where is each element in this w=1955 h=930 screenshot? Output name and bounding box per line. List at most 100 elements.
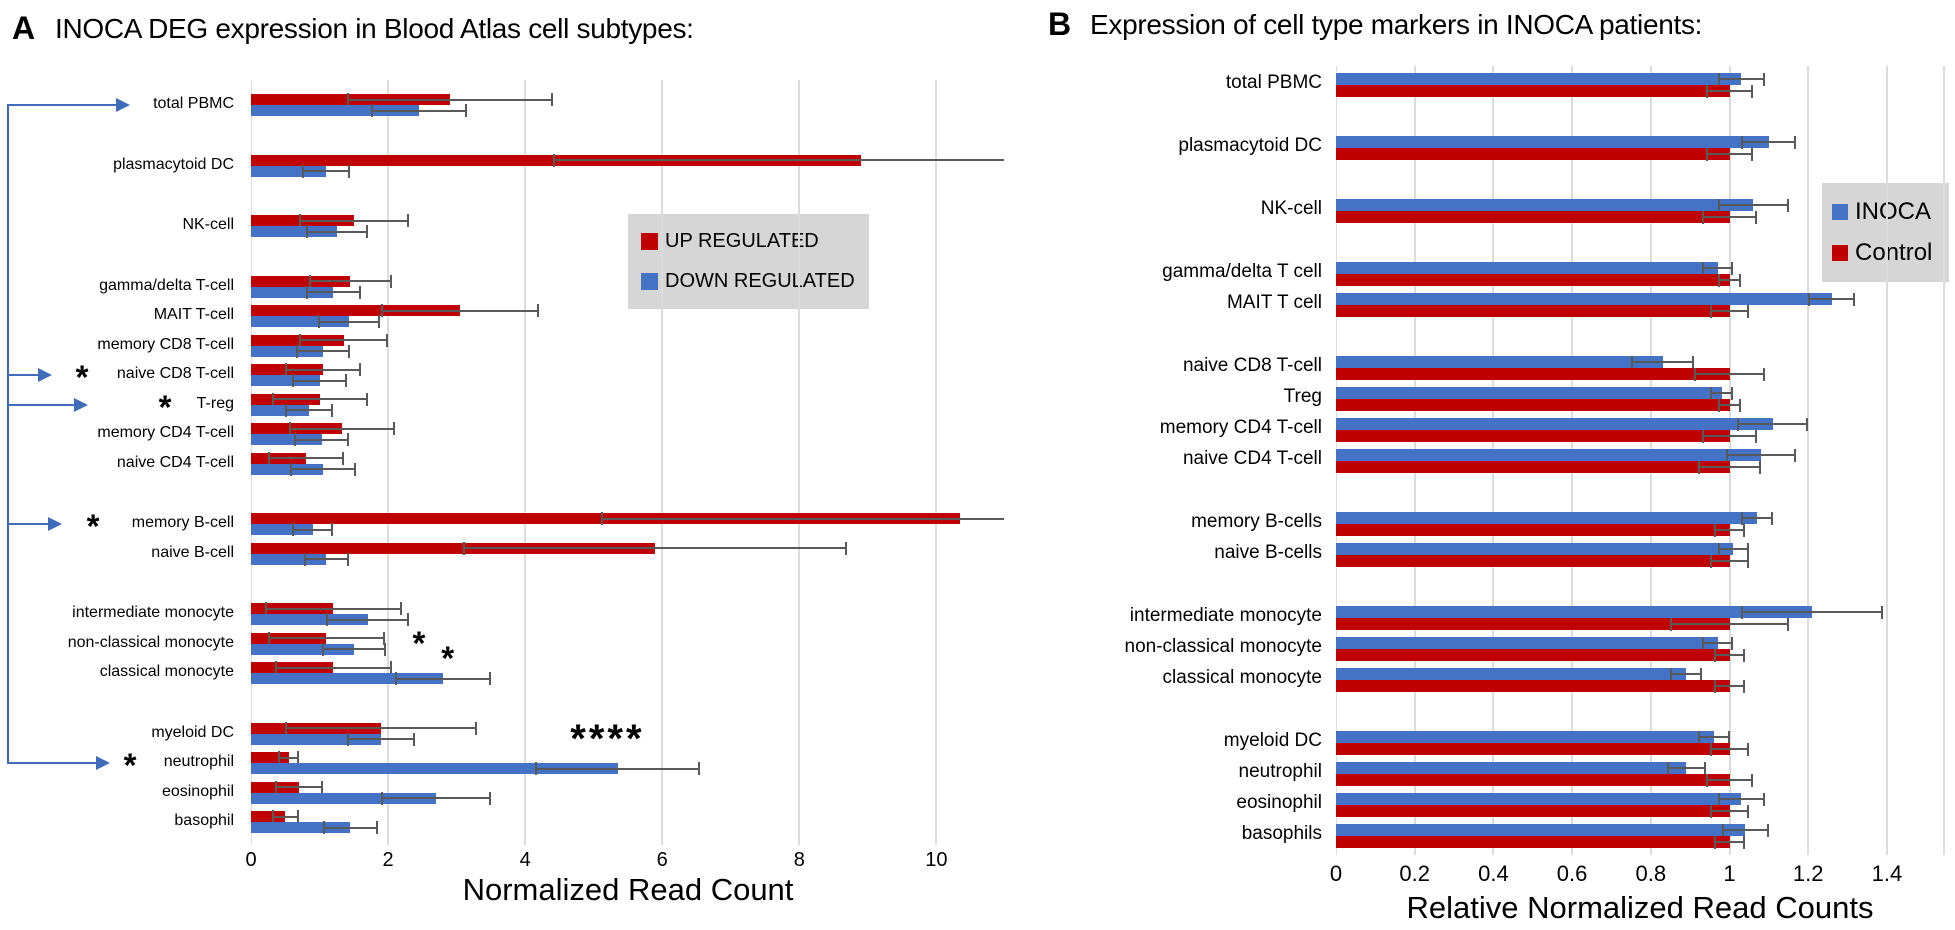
error-bar (278, 756, 299, 759)
row-label: intermediate monocyte (1129, 605, 1322, 626)
error-bar (271, 398, 368, 400)
legend-label-up-regulated: UP REGULATED (665, 230, 819, 253)
error-bar (294, 438, 349, 441)
error-cap (1741, 135, 1744, 149)
significance-star: * (86, 507, 100, 545)
row-label: non-classical monocyte (1124, 636, 1322, 657)
error-cap (298, 214, 301, 227)
row-label: memory B-cells (1191, 511, 1322, 532)
row-label: eosinophil (1236, 792, 1322, 813)
error-cap (1666, 761, 1669, 775)
error-bar (1717, 404, 1742, 406)
error-bar (1709, 560, 1750, 562)
down-regulated-swatch-icon (641, 272, 658, 290)
error-cap (1727, 730, 1730, 744)
bar-up (251, 275, 351, 287)
row-label: memory CD8 T-cell (97, 335, 234, 353)
x-tick-label: 10 (925, 849, 948, 871)
error-cap (274, 780, 277, 794)
error-cap (296, 810, 299, 823)
bar-down (251, 763, 618, 774)
x-tick-label: 2 (382, 849, 394, 871)
error-cap (296, 751, 299, 764)
error-cap (268, 631, 271, 645)
row-label: naive CD8 T-cell (116, 365, 234, 382)
bar-inoca (1336, 293, 1832, 305)
error-bar (552, 159, 1004, 161)
row-label: classical monocyte (1162, 667, 1322, 688)
error-cap (1705, 84, 1708, 98)
row-label: memory CD4 T-cell (97, 424, 234, 441)
legend-item-inoca: INOCA (1832, 198, 1949, 226)
error-bar (1717, 548, 1750, 550)
error-cap (1741, 511, 1744, 525)
error-bar (1709, 310, 1750, 312)
gridline (1807, 66, 1810, 855)
bar-control (1336, 743, 1730, 755)
error-cap (1747, 542, 1750, 556)
error-cap (346, 732, 349, 746)
plot-area (1336, 66, 1945, 855)
error-cap (1762, 72, 1765, 86)
error-bar (394, 677, 491, 680)
row-label: T-reg (196, 394, 234, 412)
error-cap (1747, 804, 1750, 818)
error-cap (1737, 417, 1740, 431)
error-cap (1709, 804, 1712, 818)
error-bar (1713, 529, 1746, 531)
bar-up (251, 334, 344, 346)
bar-down (251, 345, 323, 357)
panel-a-x-axis-title: Normalized Read Count (462, 872, 794, 907)
error-bar (290, 468, 356, 470)
error-cap (292, 523, 295, 536)
error-bar (274, 786, 323, 788)
error-cap (1701, 210, 1704, 224)
error-cap (1747, 554, 1750, 568)
annotation-asterisk: * (412, 624, 426, 661)
error-bar (346, 98, 553, 101)
error-bar (1808, 298, 1856, 300)
bar-control (1336, 774, 1730, 786)
panel-b-title: Expression of cell type markers in INOCA… (1090, 9, 1703, 40)
legend-item-down-regulated: DOWN REGULATED (641, 270, 869, 293)
bar-down (251, 463, 323, 475)
bar-control (1336, 555, 1730, 567)
error-bar (321, 648, 387, 650)
bar-down (251, 165, 327, 177)
error-bar (298, 219, 409, 222)
error-bar (1741, 517, 1773, 519)
error-bar (1705, 90, 1754, 92)
bar-down (251, 822, 351, 833)
error-cap (1762, 792, 1765, 806)
error-cap (1786, 198, 1789, 212)
plot-area (251, 80, 1004, 845)
error-cap (1699, 667, 1702, 681)
row-label: intermediate monocyte (72, 604, 234, 621)
panel-b-x-axis-title: Relative Normalized Read Counts (1406, 890, 1874, 925)
error-bar (1713, 841, 1746, 843)
x-tick-label: 0.8 (1635, 861, 1667, 886)
error-cap (381, 304, 384, 317)
error-cap (264, 602, 267, 615)
error-cap (353, 462, 356, 476)
error-cap (347, 552, 349, 566)
error-bar (1631, 361, 1695, 363)
error-cap (341, 451, 344, 465)
error-cap (1713, 523, 1716, 537)
row-label: neutrophil (163, 753, 234, 770)
row-label: gamma/delta T-cell (99, 276, 234, 294)
bar-control (1336, 148, 1730, 160)
row-label: classical monocyte (99, 663, 234, 680)
error-bar (1701, 435, 1758, 437)
x-tick-label: 6 (656, 849, 668, 871)
error-bar (298, 339, 389, 341)
bar-inoca (1336, 606, 1813, 618)
error-cap (1755, 429, 1758, 443)
error-cap (1786, 617, 1789, 631)
error-bar (295, 350, 351, 352)
error-bar (1701, 267, 1734, 269)
error-cap (1717, 72, 1720, 86)
error-cap (1743, 679, 1746, 693)
